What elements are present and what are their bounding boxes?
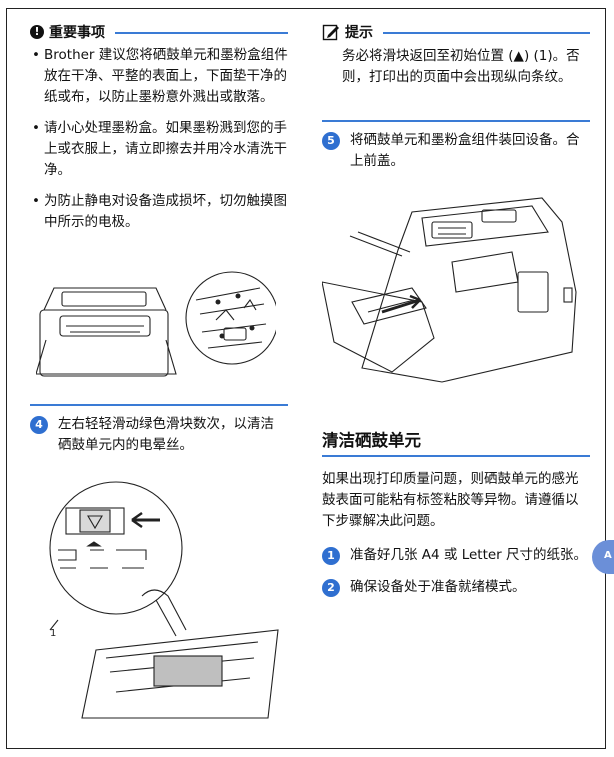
clean-drum-section: 清洁硒鼓单元 如果出现打印质量问题，则硒鼓单元的感光鼓表面可能粘有标签粘胶等异物… xyxy=(322,430,590,598)
important-title: 重要事项 xyxy=(49,25,105,41)
side-tab-label: A xyxy=(604,550,612,561)
drum-electrode-illustration xyxy=(36,271,276,377)
reinstall-drum-illustration xyxy=(322,197,577,383)
appendix-side-tab[interactable]: A xyxy=(592,540,614,574)
tip-rule xyxy=(383,32,590,34)
printer-body-shape xyxy=(39,309,169,377)
magnified-electrode-circle xyxy=(185,271,276,365)
step-number-badge: 2 xyxy=(322,579,340,597)
right-column: 提示 务必将滑块返回至初始位置 (▲) (1)。否则，打印出的页面中会出现纵向条… xyxy=(322,22,590,88)
step-1: 1 准备好几张 A4 或 Letter 尺寸的纸张。 xyxy=(322,545,590,566)
section-paragraph: 如果出现打印质量问题，则硒鼓单元的感光鼓表面可能粘有标签粘胶等异物。请遵循以下步… xyxy=(322,471,579,529)
list-item: 为防止静电对设备造成损坏，切勿触摸图中所示的电极。 xyxy=(30,191,288,233)
step-2: 2 确保设备处于准备就绪模式。 xyxy=(322,577,590,598)
page-frame xyxy=(6,8,606,749)
step-number-badge: 4 xyxy=(30,416,48,434)
pencil-note-icon xyxy=(322,24,339,41)
tip-title: 提示 xyxy=(345,25,373,41)
tip-text: 务必将滑块返回至初始位置 (▲) (1)。否则，打印出的页面中会出现纵向条纹。 xyxy=(342,48,580,85)
step-text: 准备好几张 A4 或 Letter 尺寸的纸张。 xyxy=(350,547,588,563)
left-column: ! 重要事项 Brother 建议您将硒鼓单元和墨粉盒组件放在干净、平整的表面上… xyxy=(30,22,288,243)
important-list: Brother 建议您将硒鼓单元和墨粉盒组件放在干净、平整的表面上，下面垫干净的… xyxy=(30,45,288,233)
step-item: 5 将硒鼓单元和墨粉盒组件装回设备。合上前盖。 xyxy=(322,130,588,172)
open-front-cover-shape xyxy=(322,281,435,373)
tip-header: 提示 xyxy=(322,22,590,42)
drum-slider-illustration: 1 xyxy=(49,481,279,719)
page-top-rule xyxy=(6,8,606,9)
fax-machine-body-shape xyxy=(361,197,577,383)
step-text: 将硒鼓单元和墨粉盒组件装回设备。合上前盖。 xyxy=(350,132,580,169)
exclamation-icon: ! xyxy=(30,25,44,39)
step-number-badge: 5 xyxy=(322,132,340,150)
slider-rail-shape xyxy=(65,507,125,535)
figure-callout-label: 1 xyxy=(50,628,56,639)
step-text: 左右轻轻滑动绿色滑块数次，以清洁硒鼓单元内的电晕丝。 xyxy=(58,416,274,453)
step-4: 4 左右轻轻滑动绿色滑块数次，以清洁硒鼓单元内的电晕丝。 xyxy=(30,414,286,456)
drum-unit-shape xyxy=(81,629,279,719)
important-rule xyxy=(115,32,288,34)
section-title: 清洁硒鼓单元 xyxy=(322,431,421,450)
magnified-slider-circle xyxy=(49,481,183,615)
step-5: 5 将硒鼓单元和墨粉盒组件装回设备。合上前盖。 xyxy=(322,130,588,172)
step-item: 4 左右轻轻滑动绿色滑块数次，以清洁硒鼓单元内的电晕丝。 xyxy=(30,414,286,456)
right-step-rule xyxy=(322,120,590,122)
step-text: 确保设备处于准备就绪模式。 xyxy=(350,579,526,595)
left-step-rule xyxy=(30,404,288,406)
step-number-badge: 1 xyxy=(322,547,340,565)
list-item: Brother 建议您将硒鼓单元和墨粉盒组件放在干净、平整的表面上，下面垫干净的… xyxy=(30,45,288,108)
list-item: 请小心处理墨粉盒。如果墨粉溅到您的手上或衣服上，请立即擦去并用冷水清洗干净。 xyxy=(30,118,288,181)
important-header: ! 重要事项 xyxy=(30,22,288,42)
section-title-rule xyxy=(322,455,590,457)
